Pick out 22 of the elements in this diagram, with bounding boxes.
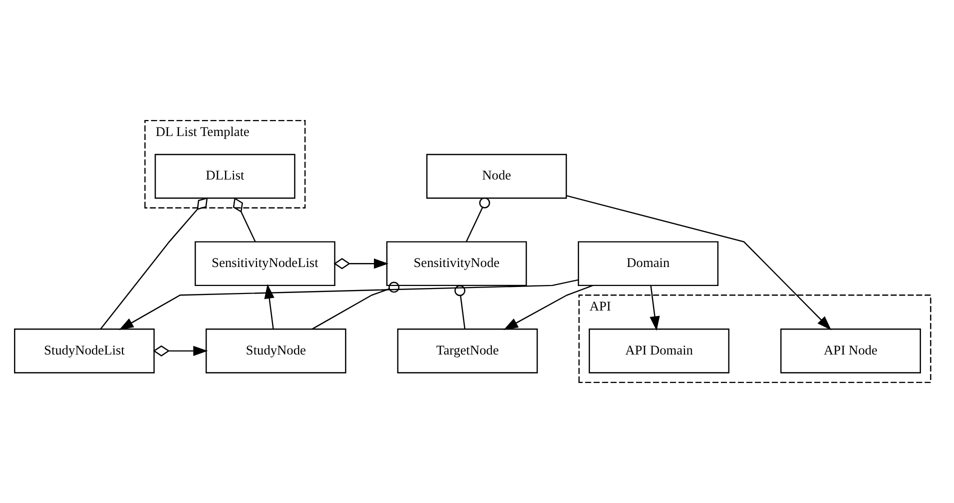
arrow [649, 286, 660, 331]
node-box: StudyNodeList [14, 328, 154, 374]
node-box: API Domain [588, 328, 729, 374]
arrow [566, 195, 831, 330]
connector [465, 197, 490, 242]
connector [100, 197, 208, 330]
arrow [118, 279, 578, 330]
arrow [152, 345, 208, 356]
connector [454, 285, 465, 330]
node-box: TargetNode [396, 328, 538, 374]
node-box: DLList [154, 154, 295, 199]
connector [232, 198, 256, 242]
node-box: SensitivityNode [386, 241, 526, 286]
node-box: Domain [577, 241, 718, 286]
node-box: API Node [780, 328, 920, 374]
arrow [502, 285, 592, 330]
connector [311, 282, 399, 330]
node-box: Node [426, 154, 566, 199]
node-box: SensitivityNodeList [194, 241, 335, 286]
node-box: StudyNode [205, 328, 346, 374]
arrow [264, 284, 274, 330]
arrow [333, 258, 388, 270]
